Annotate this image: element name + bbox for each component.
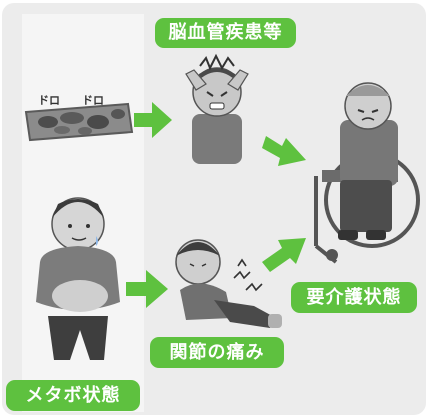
metabolic-label: メタボ状態 [6,380,140,411]
doro-text-2: ドロ [82,94,104,107]
doro-text-1: ドロ [38,94,60,107]
joint-pain-man-icon [175,239,282,328]
arrow-icon [134,102,172,138]
cerebrovascular-label: 脳血管疾患等 [155,18,296,48]
headache-man-icon [185,53,249,164]
arrow-icon [262,238,306,272]
overweight-man-icon [36,197,120,360]
joint-pain-label: 関節の痛み [150,337,284,368]
arrow-icon [126,270,168,308]
clogged-vessel-icon [24,102,134,142]
arrow-icon [262,136,306,166]
elderly-wheelchair-icon [314,82,420,264]
care-needed-label: 要介護状態 [291,282,417,313]
